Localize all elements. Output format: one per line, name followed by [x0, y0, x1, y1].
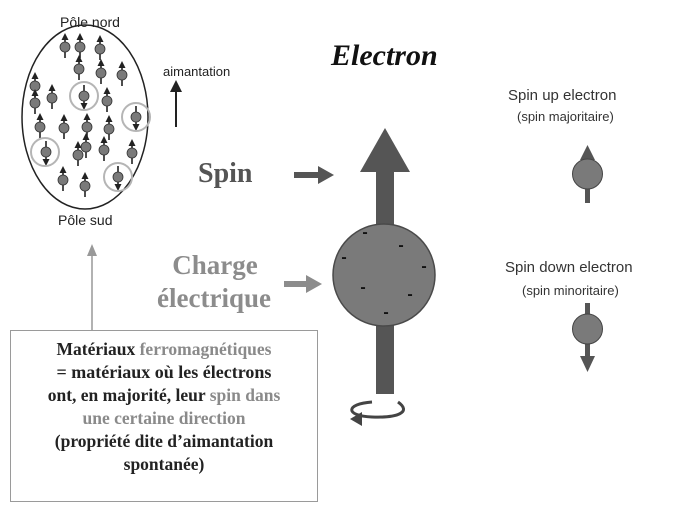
- mini-spin-dot: [116, 69, 128, 81]
- mini-spin-dot: [81, 121, 93, 133]
- charge-sign-group: -------: [341, 224, 426, 321]
- charge-sign: -: [421, 258, 426, 275]
- mini-spin-dot: [57, 174, 69, 186]
- magnetization-label: aimantation: [163, 64, 231, 79]
- minority-circle: [69, 81, 99, 111]
- mini-spin-arrow-head: [31, 89, 39, 96]
- mini-spin-arrow-head: [97, 59, 105, 66]
- mini-spin-dot: [34, 121, 46, 133]
- mini-spin-dot: [72, 149, 84, 161]
- mini-spin-arrow-head: [83, 113, 91, 120]
- mini-spin-arrow-head: [75, 55, 83, 62]
- mini-spin-dot: [29, 97, 41, 109]
- mini-spin-arrow-head: [128, 139, 136, 146]
- mini-spin-arrow-head: [132, 124, 140, 131]
- minority-circle: [121, 102, 151, 132]
- rotation-arrow-head: [350, 412, 362, 426]
- spin-pointer-arrow-shaft: [294, 172, 320, 178]
- south-pole-label: Pôle sud: [58, 212, 113, 228]
- definition-line-6: spontanée): [123, 454, 205, 474]
- mini-spin-arrow-head: [48, 84, 56, 91]
- charge-sign: -: [398, 237, 403, 254]
- spin-pointer-arrow-head: [318, 166, 334, 184]
- mini-spin-group: [29, 33, 142, 197]
- definition-word-materials: Matériaux: [56, 339, 136, 359]
- minority-circle: [103, 162, 133, 192]
- charge-pointer-arrow-shaft: [284, 281, 308, 287]
- spin-up-arrow-head: [580, 145, 595, 160]
- electron-sphere: [332, 223, 436, 327]
- mini-spin-arrow-head: [61, 33, 69, 40]
- spin-arrow-head: [360, 128, 410, 172]
- mini-spin-dot: [73, 63, 85, 75]
- definition-line-2: = matériaux où les électrons: [56, 362, 272, 382]
- charge-label-line2: électrique: [157, 283, 271, 313]
- definition-line-1: Matériaux ferromagnétiques: [10, 338, 318, 361]
- mini-spin-arrow-head: [118, 61, 126, 68]
- rotation-arrow: [350, 400, 405, 419]
- charge-pointer-arrow-head: [306, 275, 322, 293]
- mini-spin-arrow-head: [103, 87, 111, 94]
- spin-up-label: Spin up electron: [508, 87, 617, 104]
- spin-up-sphere: [572, 158, 603, 190]
- mini-spin-arrow-head: [42, 159, 50, 166]
- mini-spin-dot: [94, 43, 106, 55]
- mini-spin-dot: [103, 123, 115, 135]
- definition-line-4: une certaine direction: [82, 408, 246, 428]
- mini-spin-arrow-head: [105, 115, 113, 122]
- minority-circle: [30, 137, 60, 167]
- charge-sign: -: [360, 279, 365, 296]
- definition-line-3: ont, en majorité, leur spin dans: [47, 385, 281, 405]
- definition-word-ferromagnetic: ferromagnétiques: [139, 339, 272, 359]
- mini-spin-dot: [101, 95, 113, 107]
- minority-spin-circles: [30, 81, 151, 192]
- charge-sign: -: [383, 304, 388, 321]
- mini-spin-arrow-head: [82, 133, 90, 140]
- mini-spin-dot: [95, 67, 107, 79]
- mini-spin-dot: [80, 141, 92, 153]
- north-pole-label: Pôle nord: [60, 14, 120, 30]
- spin-up-sublabel: (spin majoritaire): [517, 109, 614, 124]
- magnetization-arrow-head: [170, 80, 182, 92]
- charge-sign: -: [407, 286, 412, 303]
- mini-spin-dot: [126, 147, 138, 159]
- mini-spin-arrow-head: [74, 141, 82, 148]
- definition-text: Matériaux ferromagnétiques = matériaux o…: [10, 338, 318, 476]
- mini-spin-dot: [79, 180, 91, 192]
- mini-spin-dot: [112, 171, 124, 183]
- mini-spin-dot: [46, 92, 58, 104]
- charge-sign: -: [362, 224, 367, 241]
- charge-sign: -: [341, 249, 346, 266]
- mini-spin-dot: [40, 146, 52, 158]
- mini-spin-dot: [59, 41, 71, 53]
- electron-title: Electron: [331, 39, 438, 72]
- box-to-magnet-arrow-head: [87, 244, 97, 256]
- mini-spin-arrow-head: [81, 172, 89, 179]
- mini-spin-arrow-head: [60, 114, 68, 121]
- mini-spin-dot: [78, 90, 90, 102]
- spin-label: Spin: [198, 158, 253, 189]
- spin-down-sphere: [572, 313, 603, 345]
- mini-spin-arrow-head: [80, 103, 88, 110]
- mini-spin-dot: [74, 41, 86, 53]
- charge-label-line1: Charge: [172, 250, 258, 280]
- mini-spin-arrow-head: [100, 136, 108, 143]
- mini-spin-dot: [98, 144, 110, 156]
- definition-line-5: (propriété dite d’aimantation: [54, 431, 274, 451]
- mini-spin-arrow-head: [76, 33, 84, 40]
- mini-spin-arrow-head: [114, 184, 122, 191]
- mini-spin-dot: [58, 122, 70, 134]
- spin-down-arrow-head: [580, 356, 595, 372]
- definition-word-spin: spin dans: [209, 385, 281, 405]
- spin-down-label: Spin down electron: [505, 259, 633, 276]
- mini-spin-arrow-head: [31, 72, 39, 79]
- mini-spin-arrow-head: [96, 35, 104, 42]
- mini-spin-arrow-head: [36, 113, 44, 120]
- mini-spin-arrow-head: [59, 166, 67, 173]
- definition-box: [10, 330, 318, 502]
- spin-down-sublabel: (spin minoritaire): [522, 283, 619, 298]
- mini-spin-dot: [130, 111, 142, 123]
